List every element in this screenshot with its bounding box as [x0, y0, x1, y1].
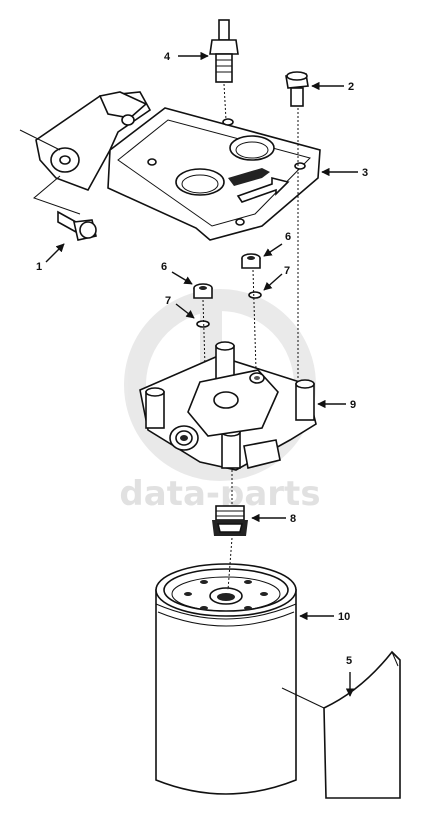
arrow-6-right [263, 243, 283, 257]
callout-6-right: 6 [285, 231, 291, 243]
filter-head-part-9 [139, 341, 317, 471]
plug-part-6-right [241, 253, 261, 269]
filter-canister-part-10 [155, 563, 297, 795]
dash-stud [223, 83, 227, 121]
callout-7-left: 7 [165, 295, 171, 307]
plug-part-6-left [193, 283, 213, 299]
callout-1: 1 [36, 261, 42, 273]
mounting-bracket [35, 91, 321, 241]
callout-6-left: 6 [161, 261, 167, 273]
dash-plug-right [252, 269, 257, 371]
arrow-6-left [171, 271, 193, 285]
label-part-5 [323, 650, 401, 799]
callout-9: 9 [350, 399, 356, 411]
callout-2: 2 [348, 81, 354, 93]
oring-part-7-left [196, 320, 210, 328]
bolt-part-2 [285, 71, 309, 107]
arrow-1 [45, 243, 65, 263]
leader-bracket-bolt [19, 129, 81, 215]
oring-part-7-right [248, 291, 262, 299]
arrow-7-right [263, 273, 283, 291]
dash-canister [227, 537, 233, 591]
callout-10: 10 [338, 611, 350, 623]
dash-plug-left [202, 299, 207, 401]
adapter-part-8 [212, 505, 248, 536]
callout-3: 3 [362, 167, 368, 179]
bolt-part-1 [57, 210, 97, 241]
callout-8: 8 [290, 513, 296, 525]
callout-7-right: 7 [284, 265, 290, 277]
leader-label [281, 687, 325, 709]
callout-5: 5 [346, 655, 352, 667]
stud-part-4 [209, 19, 239, 83]
arrow-7-left [175, 303, 195, 319]
callout-4: 4 [164, 51, 171, 63]
